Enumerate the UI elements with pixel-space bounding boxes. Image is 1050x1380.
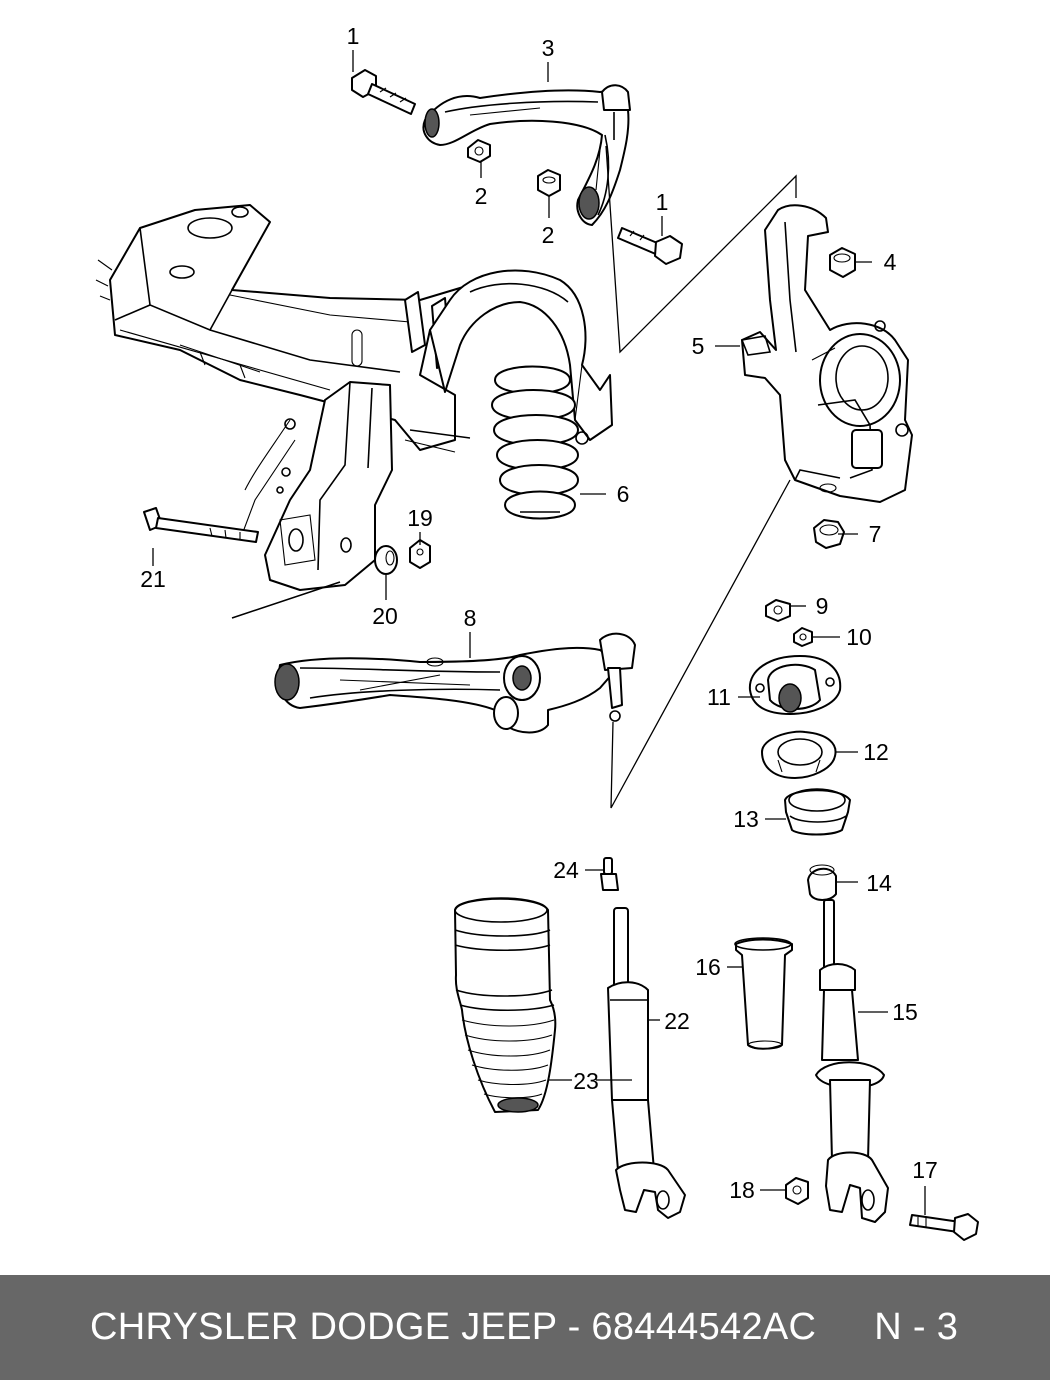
lower-control-arm [274, 632, 636, 734]
callout-2b: 2 [542, 222, 555, 248]
dust-boot-16 [734, 937, 793, 1050]
bolt-upper-right [617, 227, 683, 265]
callout-21: 21 [140, 566, 166, 592]
callout-24: 24 [553, 857, 579, 883]
nut-upper-center [537, 169, 561, 197]
strut-mount-11 [748, 655, 842, 715]
upper-control-arm [422, 84, 631, 226]
shock-absorber-15 [815, 899, 889, 1223]
callout-2a: 2 [475, 183, 488, 209]
callout-3: 3 [542, 35, 555, 61]
assembly-lines [605, 145, 797, 809]
shock-absorber-22 [607, 907, 686, 1219]
footer-bar: CHRYSLER DODGE JEEP - 68444542AC N - 3 [0, 1275, 1050, 1380]
callout-4: 4 [884, 249, 897, 275]
spring-isolator-12 [761, 730, 837, 779]
callout-17: 17 [912, 1157, 938, 1183]
callout-12: 12 [863, 739, 889, 765]
callout-6: 6 [617, 481, 630, 507]
footer-brand-part-number: CHRYSLER DODGE JEEP - 68444542AC [90, 1306, 817, 1348]
coil-spring [491, 365, 579, 520]
callout-23: 23 [573, 1068, 599, 1094]
steering-knuckle [740, 204, 913, 503]
callout-13: 13 [733, 806, 759, 832]
suspension-parts-diagram: 1 1 2 2 3 4 5 6 7 8 9 10 11 12 13 14 15 … [95, 23, 979, 1241]
callout-14: 14 [866, 870, 892, 896]
jounce-bumper-14 [807, 864, 837, 901]
nut-9 [765, 599, 791, 622]
spring-tower-bracket [429, 269, 613, 445]
callout-11: 11 [707, 684, 731, 710]
footer-text: CHRYSLER DODGE JEEP - 68444542AC N - 3 [90, 1306, 958, 1349]
washer-20 [374, 545, 398, 575]
callout-10: 10 [846, 624, 872, 650]
nut-18 [785, 1177, 809, 1205]
callout-22: 22 [664, 1008, 690, 1034]
bolt-upper-left [351, 69, 416, 115]
callout-9: 9 [816, 593, 829, 619]
callout-7: 7 [869, 521, 882, 547]
callout-20: 20 [372, 603, 398, 629]
footer-page-code: N - 3 [874, 1306, 959, 1348]
callout-8: 8 [464, 605, 477, 631]
nut-4 [829, 247, 856, 278]
leader-lines [152, 50, 926, 1215]
frame-crossmember [95, 204, 481, 453]
nut-upper-left [467, 139, 491, 163]
air-spring-23 [454, 897, 557, 1113]
jounce-cup-13 [784, 788, 851, 836]
callout-1b: 1 [656, 189, 669, 215]
nut-7 [813, 519, 845, 549]
callout-15: 15 [892, 999, 918, 1025]
callout-1a: 1 [347, 23, 360, 49]
lower-frame-bracket [231, 381, 393, 619]
callout-18: 18 [729, 1177, 755, 1203]
valve-24 [600, 857, 619, 891]
bolt-17 [909, 1213, 979, 1241]
nut-10 [793, 627, 813, 647]
bolt-21 [143, 507, 259, 543]
callout-16: 16 [695, 954, 721, 980]
callout-19: 19 [407, 505, 433, 531]
callout-labels: 1 1 2 2 3 4 5 6 7 8 9 10 11 12 13 14 15 … [140, 23, 938, 1203]
callout-5: 5 [692, 333, 705, 359]
